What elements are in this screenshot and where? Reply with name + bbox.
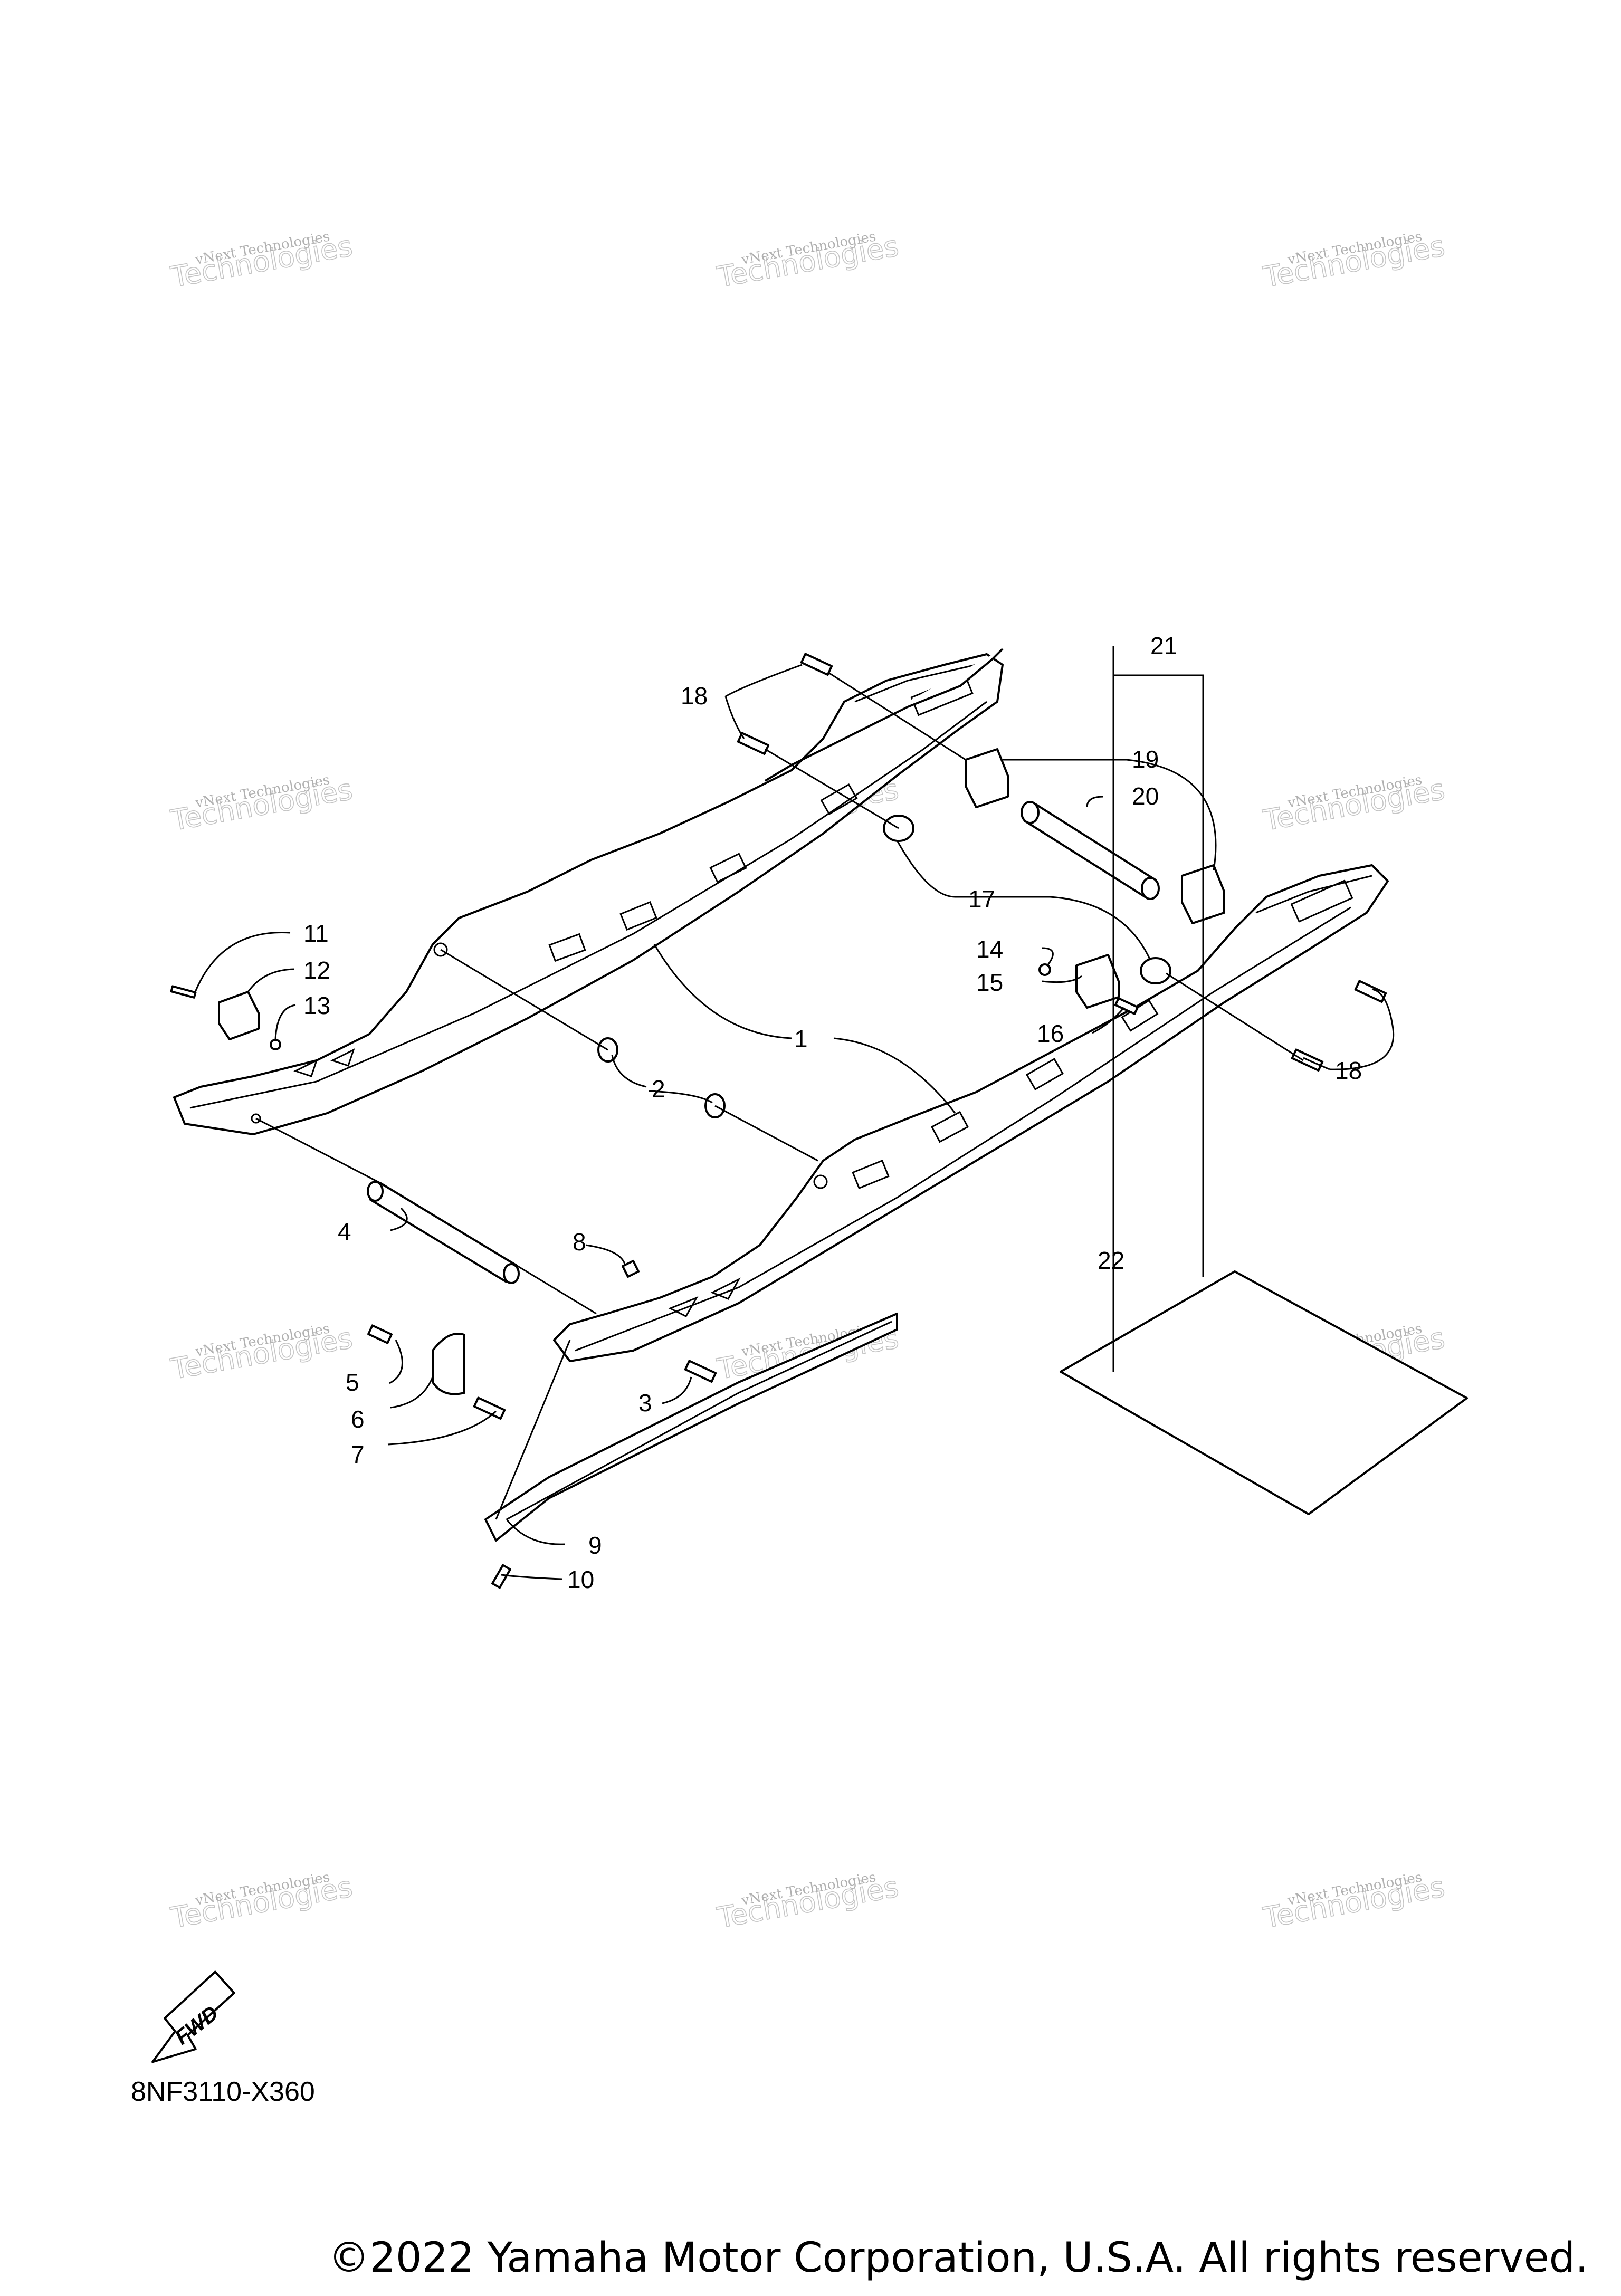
nut-13 xyxy=(270,1039,281,1050)
callout-14: 14 xyxy=(976,935,1003,963)
block-15 xyxy=(1075,954,1120,1009)
callout-18: 18 xyxy=(681,682,708,710)
leader-lines xyxy=(194,646,1395,1580)
callout-5: 5 xyxy=(346,1369,359,1396)
callout-3: 3 xyxy=(638,1389,652,1417)
bolt-5 xyxy=(367,1324,393,1344)
callout-2: 2 xyxy=(652,1075,665,1103)
callout-13: 13 xyxy=(303,992,330,1019)
drawing-code: 8NF3110-X360 xyxy=(131,2077,315,2107)
bolt-10 xyxy=(491,1564,511,1589)
callout-1: 1 xyxy=(794,1025,808,1053)
fwd-arrow: FWD xyxy=(151,1970,235,2063)
bolt-3 xyxy=(684,1360,717,1383)
pin-11 xyxy=(170,985,197,999)
shaft-4 xyxy=(367,1181,520,1284)
callout-19: 19 xyxy=(1132,745,1159,773)
copyright-notice: ©2022 Yamaha Motor Corporation, U.S.A. A… xyxy=(328,2234,1588,2282)
assembly-lines xyxy=(255,672,1304,1520)
callout-10: 10 xyxy=(567,1566,594,1593)
block-19a xyxy=(965,748,1009,808)
callout-11: 11 xyxy=(303,920,329,947)
right-slide-rail xyxy=(553,864,1389,1362)
track-clip-21 xyxy=(1060,1270,1468,1515)
bolt-18-upper xyxy=(800,653,833,676)
shaft-20 xyxy=(1021,801,1160,900)
callout-4: 4 xyxy=(338,1218,351,1245)
callout-18: 18 xyxy=(1335,1057,1362,1084)
callout-20: 20 xyxy=(1132,782,1159,810)
callout-21: 21 xyxy=(1150,632,1177,659)
callout-7: 7 xyxy=(351,1441,365,1468)
callout-16: 16 xyxy=(1037,1020,1064,1047)
callout-22: 22 xyxy=(1098,1247,1124,1274)
bumper-6 xyxy=(432,1333,465,1395)
block-12 xyxy=(218,991,260,1040)
callout-6: 6 xyxy=(351,1405,365,1433)
bolt-18-right-a xyxy=(1354,980,1387,1003)
nut-14 xyxy=(1038,963,1051,976)
left-slide-rail xyxy=(173,653,1004,1135)
callout-9: 9 xyxy=(588,1532,602,1559)
callout-17: 17 xyxy=(968,885,995,913)
callout-8: 8 xyxy=(573,1228,586,1256)
nut-8 xyxy=(622,1260,640,1278)
collar-17b xyxy=(1140,957,1171,984)
bolt-16 xyxy=(1114,997,1139,1015)
bolt-7 xyxy=(473,1396,506,1420)
callout-15: 15 xyxy=(976,969,1003,996)
callout-12: 12 xyxy=(303,956,330,984)
hyfax-slider-9 xyxy=(484,1313,898,1542)
